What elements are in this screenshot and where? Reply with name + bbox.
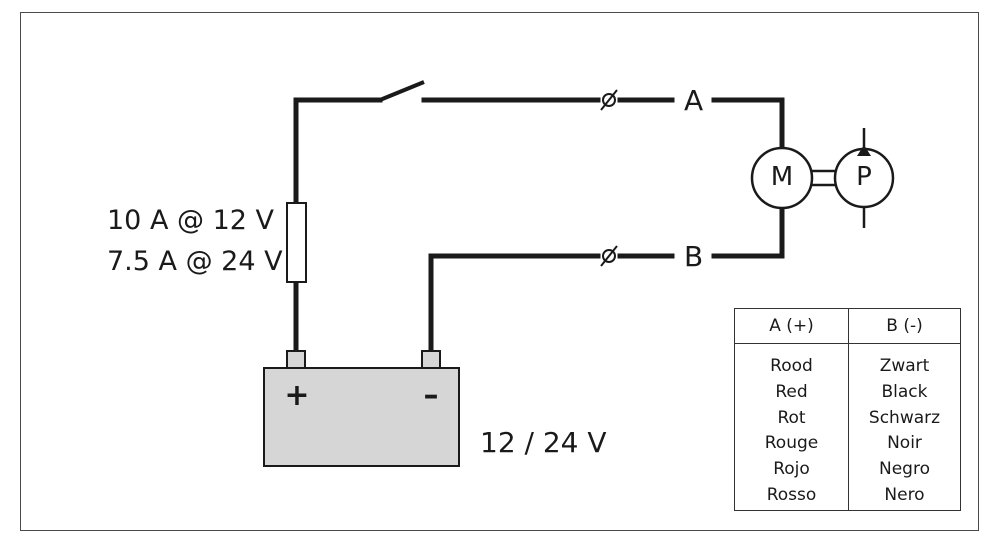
motor-label: M bbox=[770, 162, 794, 192]
battery-post-positive bbox=[286, 350, 306, 369]
table-cell-a: Rojo bbox=[773, 459, 810, 480]
battery-post-negative bbox=[421, 350, 441, 369]
table-cell-b: Schwarz bbox=[868, 407, 941, 428]
fuse-rating-24v: 7.5 A @ 24 V bbox=[107, 246, 283, 277]
table-cell-a: Rosso bbox=[766, 484, 817, 505]
table-column-a: A (+) Rood Red Rot Rouge Rojo Rosso bbox=[735, 309, 848, 509]
pump-label: P bbox=[856, 162, 872, 192]
table-cell-b: Noir bbox=[887, 433, 922, 454]
connector-a-symbol bbox=[600, 89, 618, 111]
terminal-b-label: B bbox=[684, 240, 704, 273]
battery-plus-sign: + bbox=[284, 378, 310, 413]
battery-body bbox=[263, 367, 460, 467]
fuse-symbol bbox=[286, 202, 307, 283]
table-cell-b: Black bbox=[881, 381, 928, 402]
table-cell-a: Rot bbox=[777, 407, 806, 428]
wire-positive bbox=[293, 97, 785, 355]
table-header-b: B (-) bbox=[886, 316, 923, 336]
table-cell-b: Nero bbox=[884, 484, 925, 505]
table-cell-b: Negro bbox=[879, 459, 930, 480]
table-cell-a: Rouge bbox=[764, 433, 819, 454]
terminal-a-label: A bbox=[684, 84, 704, 117]
table-header-row bbox=[735, 309, 960, 344]
connector-b-symbol bbox=[600, 245, 618, 267]
battery-voltage-label: 12 / 24 V bbox=[480, 426, 607, 459]
fuse-rating-12v: 10 A @ 12 V bbox=[107, 205, 274, 236]
table-column-divider bbox=[848, 309, 849, 510]
pump-direction-arrow-icon bbox=[857, 145, 871, 156]
wire-negative bbox=[428, 204, 785, 355]
table-cell-b: Zwart bbox=[879, 356, 930, 376]
table-cell-a: Rood bbox=[770, 356, 813, 376]
motor-symbol bbox=[750, 146, 814, 210]
wire-color-table: A (+) Rood Red Rot Rouge Rojo Rosso B (-… bbox=[734, 308, 961, 511]
battery-minus-sign: – bbox=[423, 378, 439, 413]
table-column-b: B (-) Zwart Black Schwarz Noir Negro Ner… bbox=[848, 309, 961, 509]
table-cell-a: Red bbox=[775, 381, 808, 402]
switch-blade bbox=[379, 80, 425, 102]
motor-pump-shaft bbox=[812, 169, 836, 187]
table-header-a: A (+) bbox=[769, 316, 814, 336]
